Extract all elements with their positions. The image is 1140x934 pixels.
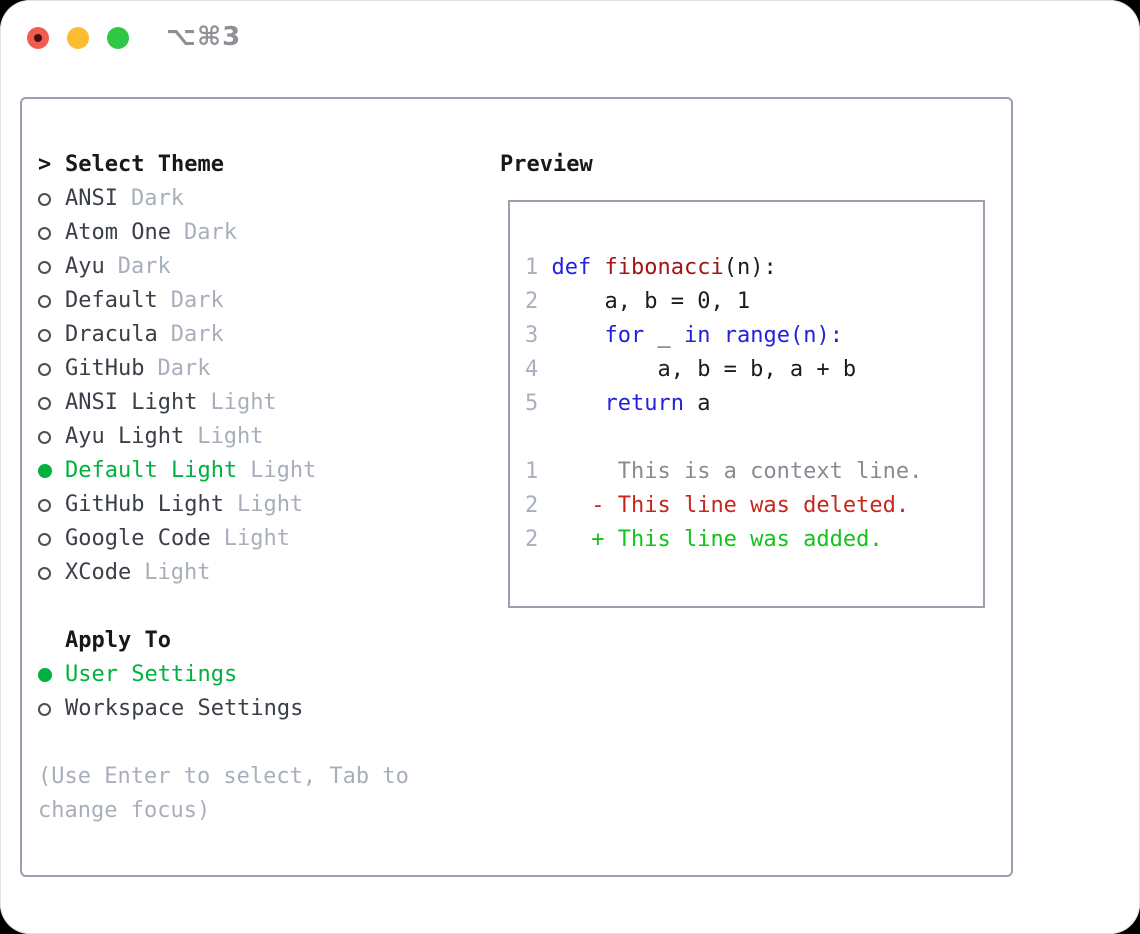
theme-option-variant: Light [144, 560, 211, 585]
theme-option[interactable]: Dracula Dark [38, 318, 409, 352]
preview-line: 4 a, b = b, a + b [525, 357, 857, 382]
radio-icon [38, 294, 65, 308]
theme-option-variant: Light [250, 458, 317, 483]
theme-option[interactable]: Google Code Light [38, 522, 409, 556]
theme-option-name: ANSI [65, 186, 118, 211]
radio-icon [38, 192, 65, 206]
help-text-line: (Use Enter to select, Tab to [38, 764, 409, 789]
help-text-line: change focus) [38, 798, 211, 823]
titlebar: ⌥⌘3 [0, 0, 1140, 76]
theme-option-name: XCode [65, 560, 132, 585]
preview-title: Preview [500, 152, 593, 177]
select-theme-title: Select Theme [65, 152, 224, 177]
preview-line: 2 - This line was deleted. [525, 493, 910, 518]
cursor-marker: > [38, 152, 52, 177]
preview-line: 1 This is a context line. [525, 459, 923, 484]
theme-option[interactable]: Default Dark [38, 284, 409, 318]
radio-icon [38, 328, 65, 342]
theme-option-name: ANSI Light [65, 390, 198, 415]
line-number: 4 [525, 357, 552, 382]
preview-line [525, 421, 983, 455]
radio-icon [38, 430, 65, 444]
theme-option-variant: Dark [170, 322, 224, 347]
theme-option[interactable]: Atom One Dark [38, 216, 409, 250]
theme-option[interactable]: Ayu Dark [38, 250, 409, 284]
apply-to-option-name: User Settings [65, 662, 238, 687]
theme-option[interactable]: GitHub Light Light [38, 488, 409, 522]
theme-option-name: Dracula [65, 322, 158, 347]
line-number: 1 [525, 255, 552, 280]
radio-icon [38, 362, 65, 376]
preview-line: 1 def fibonacci(n): [525, 255, 777, 280]
theme-option-variant: Dark [130, 186, 184, 211]
theme-option-variant: Dark [183, 220, 237, 245]
line-number: 1 [525, 459, 552, 484]
select-theme-header: > Select Theme [38, 148, 409, 182]
line-number: 3 [525, 323, 552, 348]
theme-option[interactable]: Ayu Light Light [38, 420, 409, 454]
preview-line: 2 + This line was added. [525, 527, 883, 552]
theme-option[interactable]: ANSI Light Light [38, 386, 409, 420]
radio-icon [38, 226, 65, 240]
theme-option[interactable]: ANSI Dark [38, 182, 409, 216]
apply-to-group: User Settings Workspace Settings [38, 658, 409, 726]
line-number: 2 [525, 289, 552, 314]
radio-icon [38, 668, 65, 682]
theme-option[interactable]: XCode Light [38, 556, 409, 590]
theme-option[interactable]: GitHub Dark [38, 352, 409, 386]
theme-option-name: Ayu [65, 254, 105, 279]
radio-icon [38, 702, 65, 716]
preview-line: 3 for _ in range(n): [525, 323, 843, 348]
radio-icon [38, 498, 65, 512]
line-number: 2 [525, 493, 552, 518]
theme-option-variant: Light [210, 390, 277, 415]
theme-option-name: Atom One [65, 220, 171, 245]
help-text: (Use Enter to select, Tab to change focus… [38, 760, 409, 828]
radio-icon [38, 260, 65, 274]
radio-icon [38, 464, 65, 478]
theme-option-name: Ayu Light [65, 424, 185, 449]
theme-option-name: Google Code [65, 526, 211, 551]
theme-option-name: GitHub Light [65, 492, 224, 517]
line-number: 5 [525, 391, 552, 416]
apply-to-option[interactable]: Workspace Settings [38, 692, 409, 726]
apply-to-option-name: Workspace Settings [65, 696, 304, 721]
theme-option-variant: Dark [117, 254, 171, 279]
theme-option-variant: Dark [157, 356, 211, 381]
theme-option[interactable]: Default Light Light [38, 454, 409, 488]
radio-icon [38, 532, 65, 546]
theme-option-name: Default [65, 288, 158, 313]
preview-line: 2 a, b = 0, 1 [525, 289, 751, 314]
minimize-button[interactable] [67, 27, 89, 49]
theme-option-variant: Light [223, 526, 290, 551]
line-number: 2 [525, 527, 552, 552]
spacer [38, 590, 409, 624]
spacer [38, 726, 409, 760]
window-title: ⌥⌘3 [166, 22, 242, 52]
theme-option-variant: Light [236, 492, 304, 517]
theme-option-name: Default Light [65, 458, 238, 483]
preview-pane: 1 def fibonacci(n): 2 a, b = 0, 1 3 for _ … [508, 200, 985, 608]
preview-line: 5 return a [525, 391, 711, 416]
apply-to-option[interactable]: User Settings [38, 658, 409, 692]
zoom-button[interactable] [107, 27, 129, 49]
radio-icon [38, 566, 65, 580]
close-button[interactable] [27, 27, 49, 49]
close-dot-icon [34, 34, 42, 42]
theme-option-variant: Dark [170, 288, 224, 313]
radio-icon [38, 396, 65, 410]
theme-option-name: GitHub [65, 356, 145, 381]
theme-option-variant: Light [197, 424, 264, 449]
apply-to-label: Apply To [65, 628, 171, 653]
